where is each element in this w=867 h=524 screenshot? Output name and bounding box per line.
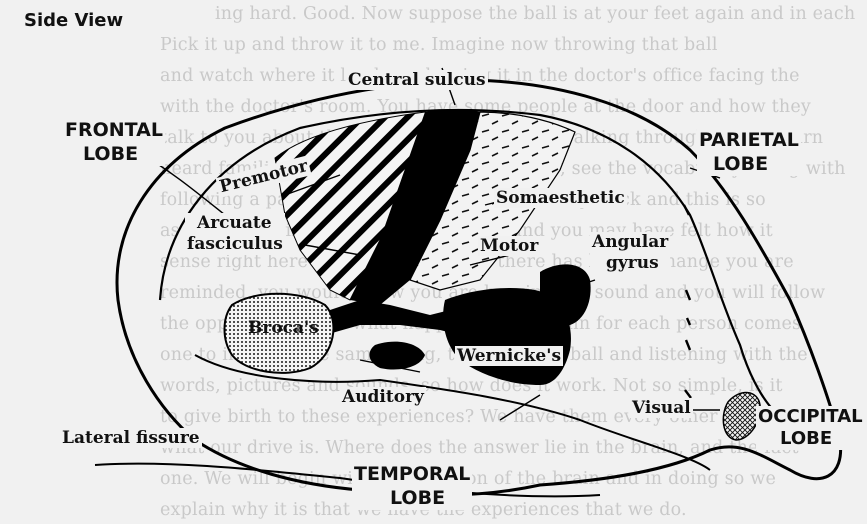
frontal-lobe-line-1: FRONTAL [65, 118, 163, 142]
visual-region [723, 393, 760, 440]
diagram-title: Side View [22, 10, 125, 31]
label-parietal-lobe: PARIETAL LOBE [697, 128, 801, 176]
arcuate-line-1: Arcuate [187, 213, 283, 234]
arcuate-line-2: fasciculus [187, 234, 283, 255]
occipital-ticks [684, 205, 691, 398]
label-temporal-lobe: TEMPORAL LOBE [352, 462, 472, 510]
parietal-lobe-line-2: LOBE [699, 152, 799, 176]
occipital-lobe-line-1: OCCIPITAL [758, 406, 863, 428]
parietal-lobe-line-1: PARIETAL [699, 128, 799, 152]
label-occipital-lobe: OCCIPITAL LOBE [756, 406, 865, 450]
frontal-lobe-line-2: LOBE [65, 142, 163, 166]
label-brocas: Broca's [246, 318, 321, 338]
label-angular-gyrus: Angular gyrus [590, 232, 670, 274]
auditory-region [369, 342, 425, 370]
label-central-sulcus: Central sulcus [346, 70, 488, 90]
occipital-lobe-line-2: LOBE [758, 428, 863, 450]
angular-line-1: Angular [592, 232, 668, 253]
angular-line-2: gyrus [592, 253, 668, 274]
label-visual: Visual [630, 398, 693, 418]
label-frontal-lobe: FRONTAL LOBE [63, 118, 165, 166]
label-somaesthetic: Somaesthetic [494, 188, 627, 208]
label-lateral-fissure: Lateral fissure [60, 428, 202, 448]
temporal-lobe-line-1: TEMPORAL [354, 462, 470, 486]
lateral-fissure-line [95, 464, 600, 497]
temporal-lobe-line-2: LOBE [354, 486, 470, 510]
label-auditory: Auditory [340, 387, 426, 407]
label-motor: Motor [478, 236, 540, 256]
label-wernickes: Wernicke's [455, 346, 563, 366]
label-arcuate-fasciculus: Arcuate fasciculus [185, 213, 285, 255]
